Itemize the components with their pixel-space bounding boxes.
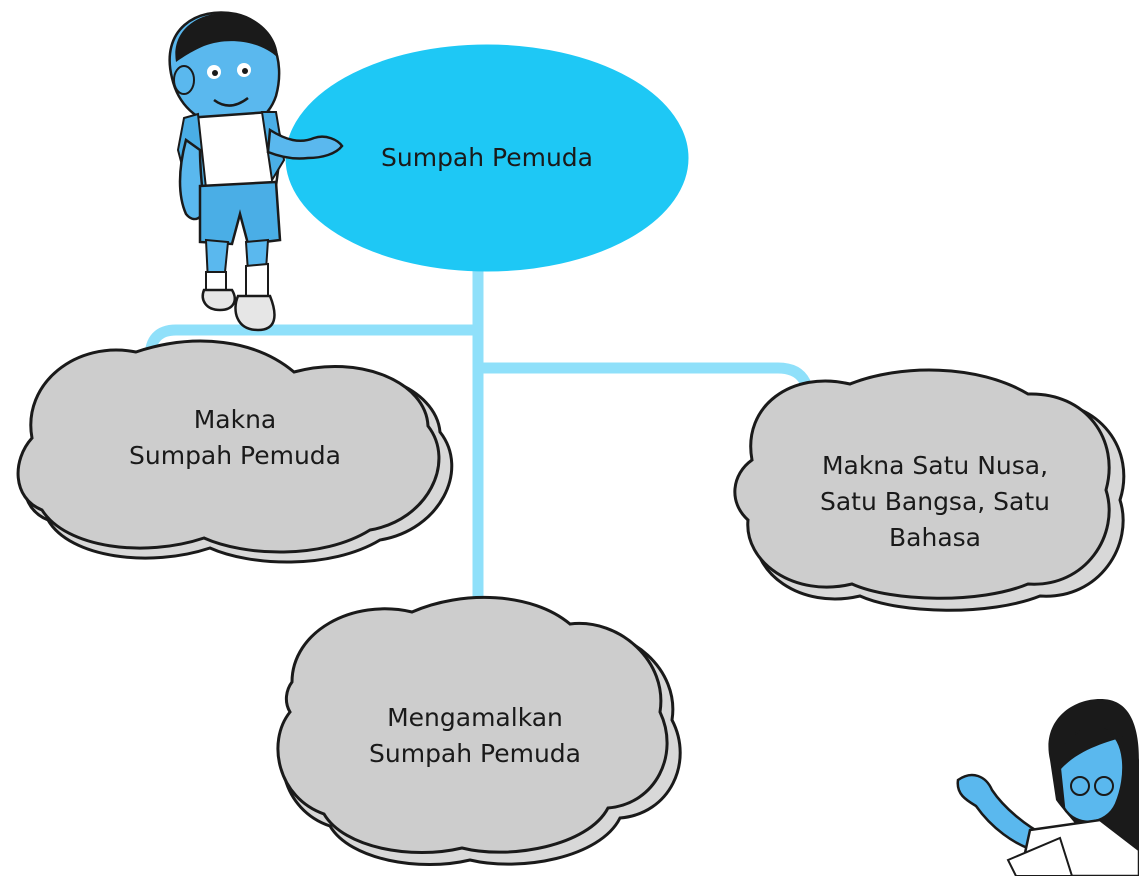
cloud-node-right (733, 368, 1126, 612)
schoolboy-pointing-icon (168, 11, 344, 332)
central-node-label: Sumpah Pemuda (381, 143, 593, 172)
bottom-node-label: Mengamalkan Sumpah Pemuda (369, 703, 581, 768)
schoolgirl-pointing-icon (956, 699, 1139, 878)
right-node-label: Makna Satu Nusa, Satu Bangsa, Satu Bahas… (819, 451, 1051, 552)
cloud-node-left (16, 339, 454, 564)
connector-to-right-node (472, 362, 811, 388)
left-node-label: Makna Sumpah Pemuda (129, 405, 341, 470)
cloud-node-bottom (276, 595, 682, 866)
